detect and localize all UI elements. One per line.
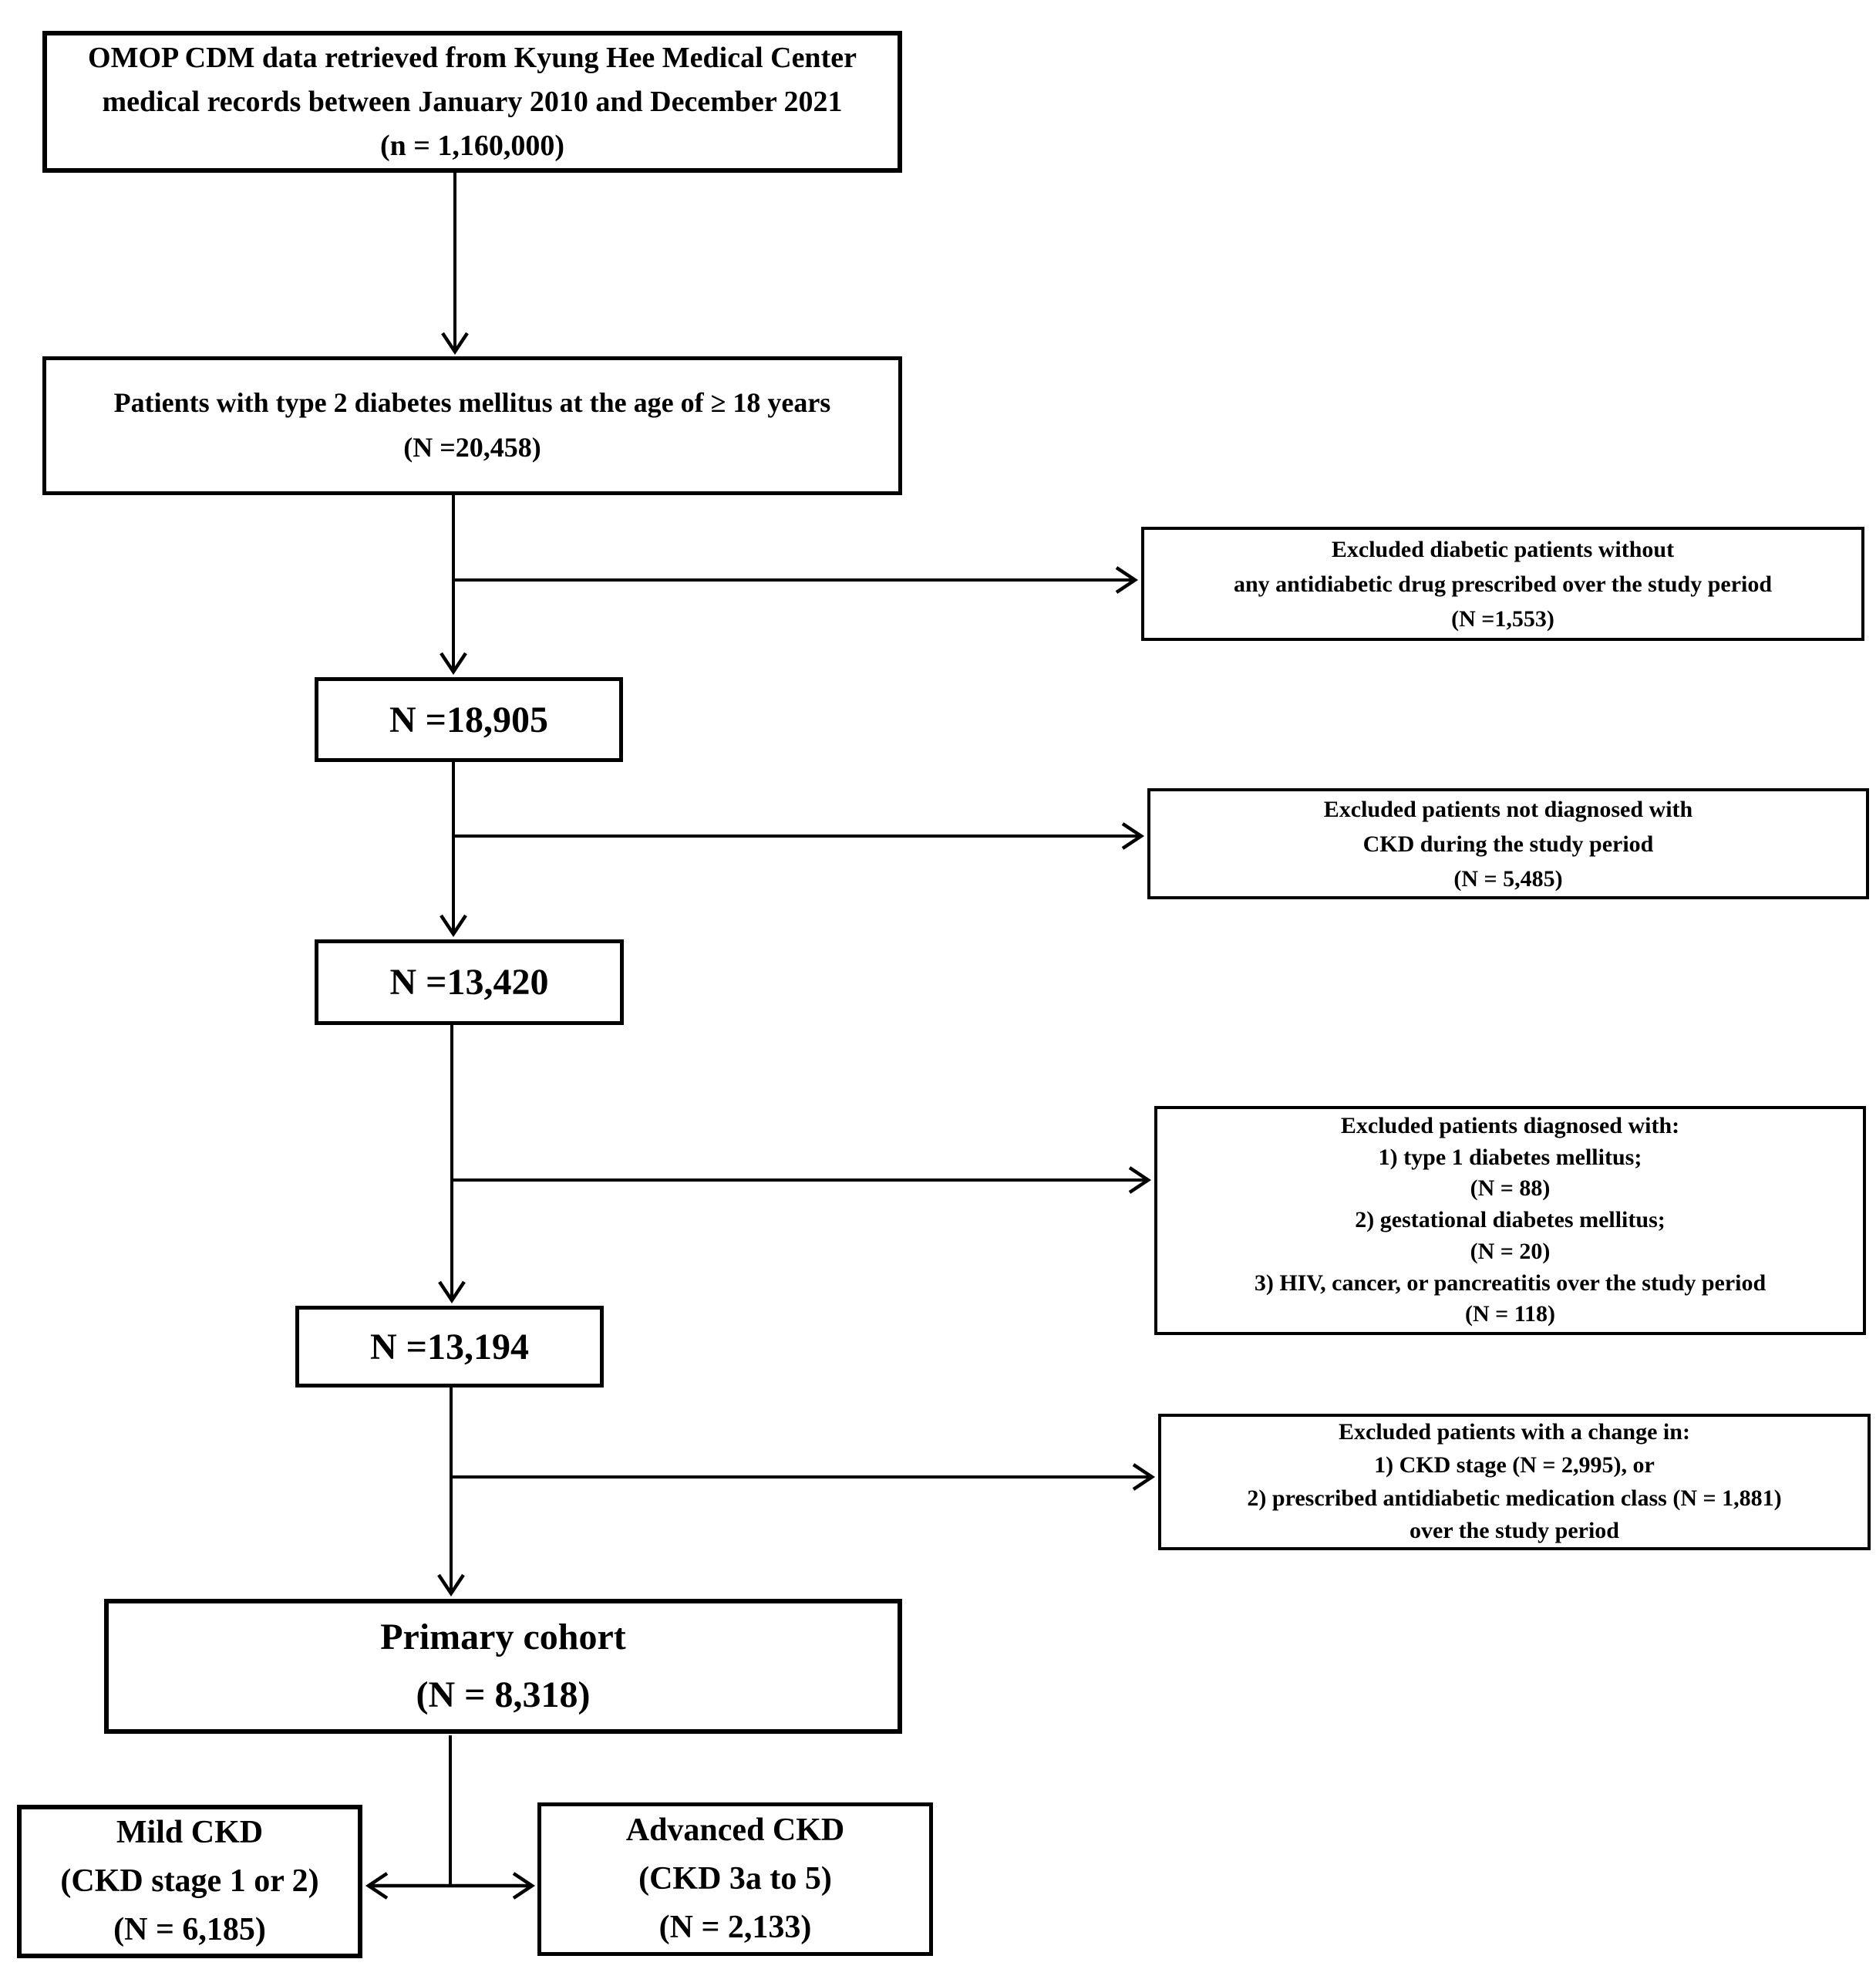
box-n-18905-count: N =18,905: [389, 699, 548, 740]
box-excluded-changes: Excluded patients with a change in: 1) C…: [1158, 1414, 1871, 1550]
box-advanced-ckd-count: (N = 2,133): [658, 1910, 812, 1945]
box-n-13420: N =13,420: [315, 939, 624, 1025]
box-excluded-no-antidiabetic-drug-line: any antidiabetic drug prescribed over th…: [1233, 571, 1773, 597]
box-advanced-ckd: Advanced CKD (CKD 3a to 5) (N = 2,133): [537, 1802, 933, 1956]
box-excluded-changes-line: 2) prescribed antidiabetic medication cl…: [1247, 1485, 1782, 1511]
box-mild-ckd: Mild CKD (CKD stage 1 or 2) (N = 6,185): [17, 1805, 362, 1958]
box-advanced-ckd-line: (CKD 3a to 5): [638, 1861, 832, 1897]
box-mild-ckd-line: (CKD stage 1 or 2): [60, 1863, 319, 1899]
box-excluded-no-ckd-count: (N = 5,485): [1453, 865, 1563, 892]
box-excluded-diagnoses-line: Excluded patients diagnosed with:: [1340, 1112, 1680, 1138]
box-excluded-no-antidiabetic-drug-count: (N =1,553): [1451, 605, 1554, 632]
box-excluded-diagnoses-count: (N = 118): [1464, 1301, 1556, 1327]
box-n-18905: N =18,905: [315, 677, 623, 762]
box-excluded-no-antidiabetic-drug: Excluded diabetic patients without any a…: [1141, 527, 1864, 641]
box-excluded-changes-line: Excluded patients with a change in:: [1339, 1419, 1690, 1445]
box-t2dm-patients: Patients with type 2 diabetes mellitus a…: [42, 356, 902, 495]
box-excluded-changes-line: 1) CKD stage (N = 2,995), or: [1374, 1452, 1655, 1478]
box-n-13194-count: N =13,194: [369, 1326, 529, 1367]
box-advanced-ckd-title: Advanced CKD: [625, 1812, 845, 1848]
box-excluded-no-antidiabetic-drug-line: Excluded diabetic patients without: [1331, 536, 1675, 562]
box-t2dm-patients-line: Patients with type 2 diabetes mellitus a…: [113, 387, 831, 419]
box-excluded-diagnoses-count: (N = 88): [1470, 1175, 1551, 1202]
box-excluded-no-ckd-line: Excluded patients not diagnosed with: [1323, 796, 1693, 822]
box-data-source-line: medical records between January 2010 and…: [102, 85, 843, 118]
box-excluded-no-ckd: Excluded patients not diagnosed with CKD…: [1147, 788, 1869, 899]
box-data-source: OMOP CDM data retrieved from Kyung Hee M…: [42, 31, 902, 173]
box-t2dm-patients-count: (N =20,458): [403, 432, 541, 463]
box-n-13194: N =13,194: [295, 1306, 604, 1388]
box-excluded-diagnoses-line: 3) HIV, cancer, or pancreatitis over the…: [1254, 1269, 1767, 1296]
box-data-source-line: OMOP CDM data retrieved from Kyung Hee M…: [88, 41, 857, 74]
box-mild-ckd-title: Mild CKD: [116, 1815, 264, 1850]
box-primary-cohort-count: (N = 8,318): [416, 1674, 591, 1715]
box-excluded-changes-line: over the study period: [1410, 1518, 1619, 1544]
box-excluded-diagnoses: Excluded patients diagnosed with: 1) typ…: [1154, 1106, 1866, 1335]
box-primary-cohort-title: Primary cohort: [380, 1617, 626, 1658]
box-excluded-no-ckd-line: CKD during the study period: [1362, 831, 1654, 857]
box-excluded-diagnoses-count: (N = 20): [1470, 1238, 1551, 1264]
box-data-source-count: (n = 1,160,000): [379, 129, 565, 162]
box-n-13420-count: N =13,420: [389, 962, 549, 1003]
box-primary-cohort: Primary cohort (N = 8,318): [104, 1599, 902, 1734]
box-mild-ckd-count: (N = 6,185): [113, 1912, 266, 1947]
box-excluded-diagnoses-line: 2) gestational diabetes mellitus;: [1355, 1207, 1665, 1233]
box-excluded-diagnoses-line: 1) type 1 diabetes mellitus;: [1378, 1144, 1642, 1170]
